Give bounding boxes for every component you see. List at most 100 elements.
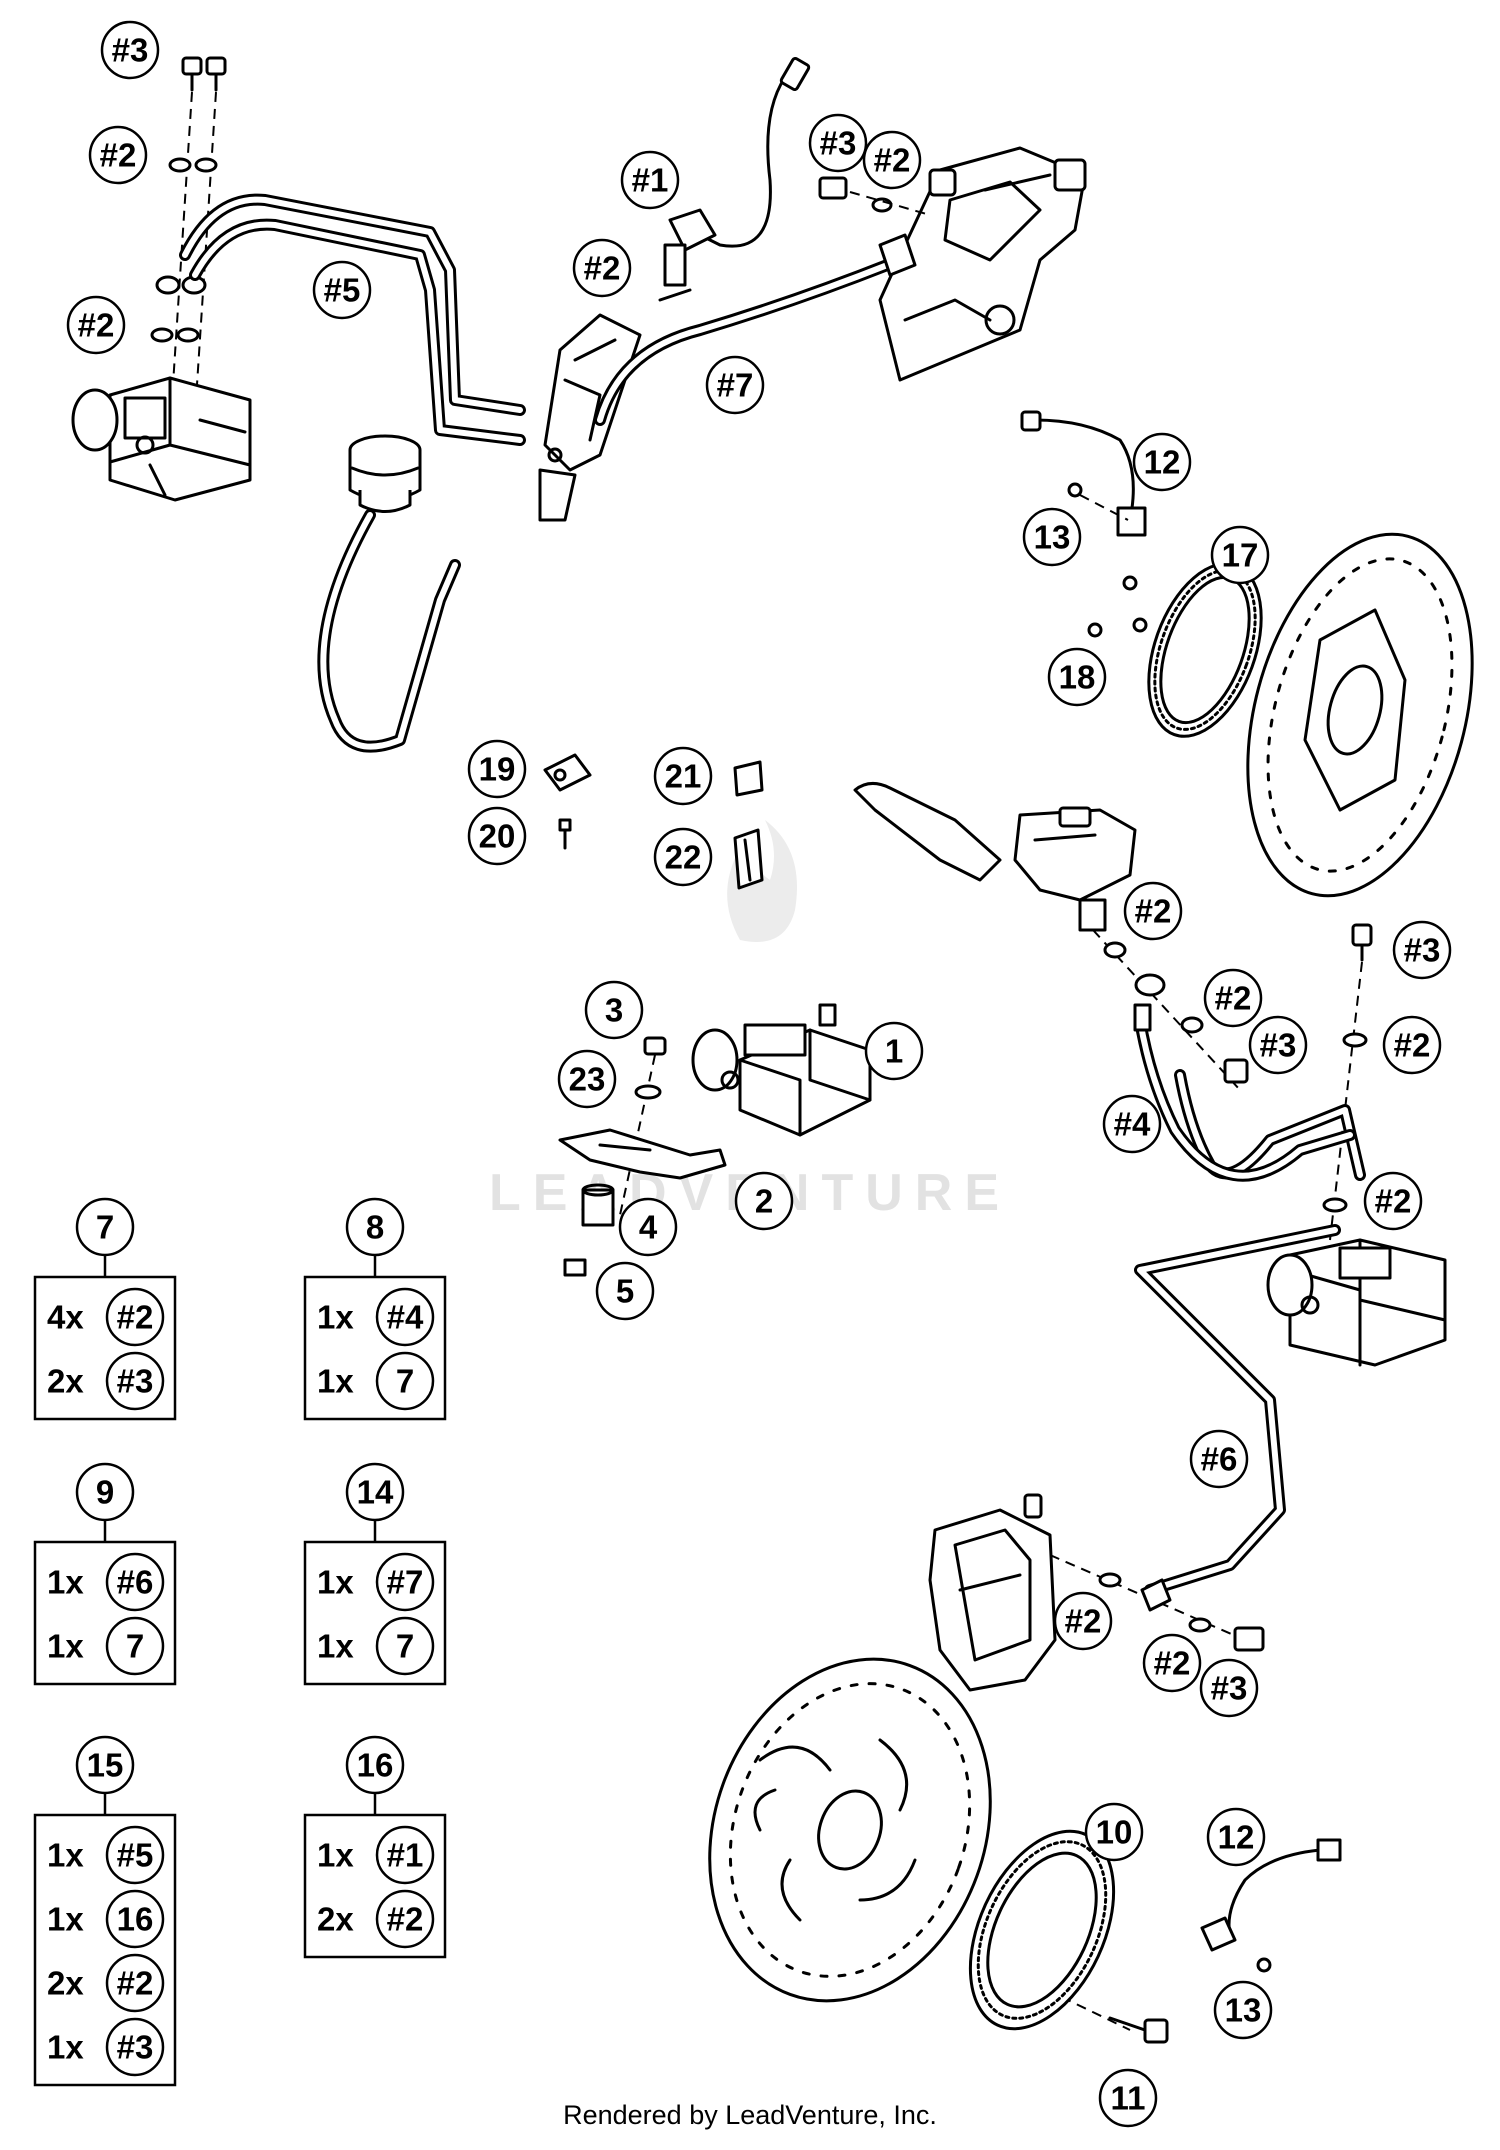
kit-item-qty: 1x xyxy=(47,2029,84,2066)
svg-text:#4: #4 xyxy=(1114,1106,1151,1143)
label-12-bottom: 12 xyxy=(1206,1807,1266,1867)
label-13-top: 13 xyxy=(1022,507,1082,567)
svg-text:#2: #2 xyxy=(1394,1027,1431,1064)
kit-item-qty: 1x xyxy=(317,1363,354,1400)
kit-item-ref-circle xyxy=(105,1552,165,1612)
label-h6: #6 xyxy=(1189,1429,1249,1489)
kit-item-ref-circle xyxy=(375,1825,435,1885)
svg-text:23: 23 xyxy=(569,1061,606,1098)
svg-text:#2: #2 xyxy=(100,137,137,174)
footer-credit: Rendered by LeadVenture, Inc. xyxy=(563,2100,937,2130)
kit-header-number: 16 xyxy=(357,1747,394,1784)
label-13-bottom: 13 xyxy=(1213,1980,1273,2040)
kit-item-qty: 1x xyxy=(317,1837,354,1874)
svg-text:#2: #2 xyxy=(1065,1603,1102,1640)
abs-bracket xyxy=(558,1036,727,1277)
kit-item-ref-circle xyxy=(375,1287,435,1347)
kit-7: 74x#22x#3 xyxy=(33,1197,177,1421)
svg-text:#3: #3 xyxy=(1404,932,1441,969)
label-h3-bolt-a: #3 xyxy=(1248,1015,1308,1075)
label-h2-abs-top: #2 xyxy=(66,295,126,355)
svg-text:19: 19 xyxy=(479,751,516,788)
svg-text:#2: #2 xyxy=(78,307,115,344)
svg-text:10: 10 xyxy=(1096,1814,1133,1851)
label-h2-front-bolt: #2 xyxy=(1142,1633,1202,1693)
kit-item-ref-circle xyxy=(375,1616,435,1676)
svg-text:#3: #3 xyxy=(820,125,857,162)
kit-item-ref-circle xyxy=(105,1953,165,2013)
label-23: 23 xyxy=(557,1049,617,1109)
kit-header-number: 14 xyxy=(357,1474,394,1511)
kit-16: 16 1x #1 2x #2 xyxy=(303,1735,447,1959)
kit-item-ref: #2 xyxy=(117,1965,154,2002)
label-h2-sensor: #2 xyxy=(572,238,632,298)
label-h3-top: #3 xyxy=(100,20,160,80)
kit-header-circle xyxy=(75,1197,135,1257)
svg-text:#2: #2 xyxy=(1154,1645,1191,1682)
label-20: 20 xyxy=(467,806,527,866)
svg-text:#3: #3 xyxy=(112,32,149,69)
svg-text:3: 3 xyxy=(605,992,623,1029)
label-1: 1 xyxy=(864,1021,924,1081)
kit-box xyxy=(303,1540,447,1686)
kit-item-qty: 1x xyxy=(47,1628,84,1665)
label-10: 10 xyxy=(1084,1802,1144,1862)
label-h7: #7 xyxy=(705,355,765,415)
svg-text:13: 13 xyxy=(1034,519,1071,556)
kit-item-ref: #2 xyxy=(387,1901,424,1938)
kit-item-qty: 2x xyxy=(317,1901,354,1938)
label-h1: #1 xyxy=(620,150,680,210)
kit-item-ref: 7 xyxy=(396,1628,414,1665)
label-3: 3 xyxy=(584,980,644,1040)
label-19: 19 xyxy=(467,739,527,799)
kit-item-ref: 7 xyxy=(396,1363,414,1400)
kit-header-circle xyxy=(75,1735,135,1795)
kit-item-ref: #3 xyxy=(117,1363,154,1400)
kit-item-qty: 2x xyxy=(47,1363,84,1400)
svg-text:#1: #1 xyxy=(632,162,669,199)
label-h2-front-cal: #2 xyxy=(1053,1591,1113,1651)
kit-item-qty: 2x xyxy=(47,1965,84,2002)
svg-text:11: 11 xyxy=(1111,2080,1146,2117)
svg-text:21: 21 xyxy=(665,758,702,795)
callout-labels: #3 #2 #2 #5 #1 #2 #3 #2 #7 12 13 17 18 1… xyxy=(66,20,1452,2128)
svg-text:#7: #7 xyxy=(717,367,754,404)
label-11: 11 xyxy=(1098,2068,1158,2128)
kit-item-qty: 1x xyxy=(47,1901,84,1938)
svg-text:22: 22 xyxy=(665,839,702,876)
kit-header-number: 9 xyxy=(96,1474,114,1511)
kit-item-ref: #7 xyxy=(387,1564,424,1601)
label-h4: #4 xyxy=(1102,1094,1162,1154)
svg-text:20: 20 xyxy=(479,818,516,855)
rear-abs-assembly xyxy=(71,56,642,753)
kit-item-ref: #1 xyxy=(387,1837,424,1874)
front-abs-assembly xyxy=(1133,923,1447,1596)
label-h2-master: #2 xyxy=(1123,881,1183,941)
kit-item-qty: 1x xyxy=(317,1299,354,1336)
kit-header-number: 8 xyxy=(366,1209,384,1246)
label-h2-top: #2 xyxy=(88,125,148,185)
kit-item-ref-circle xyxy=(375,1552,435,1612)
label-h2-caliper-top: #2 xyxy=(862,130,922,190)
svg-text:#3: #3 xyxy=(1260,1027,1297,1064)
svg-text:#3: #3 xyxy=(1211,1670,1248,1707)
kit-item-qty: 1x xyxy=(47,1564,84,1601)
abs-unit-1 xyxy=(691,1003,872,1137)
reservoir-hose xyxy=(317,509,461,753)
rear-brake-reservoir xyxy=(348,434,422,513)
kit-item-qty: 4x xyxy=(47,1299,84,1336)
kit-item-ref: 16 xyxy=(117,1901,154,1938)
svg-text:1: 1 xyxy=(885,1033,903,1070)
label-h5: #5 xyxy=(312,260,372,320)
label-h2-right-low: #2 xyxy=(1363,1171,1423,1231)
front-wheel-speed-sensor xyxy=(1200,1838,1342,1973)
kit-item-ref-circle xyxy=(105,1351,165,1411)
kit-item-qty: 1x xyxy=(47,1837,84,1874)
kit-item-ref-circle xyxy=(105,1616,165,1676)
svg-text:#5: #5 xyxy=(324,272,361,309)
front-master-cylinder xyxy=(853,782,1249,1091)
